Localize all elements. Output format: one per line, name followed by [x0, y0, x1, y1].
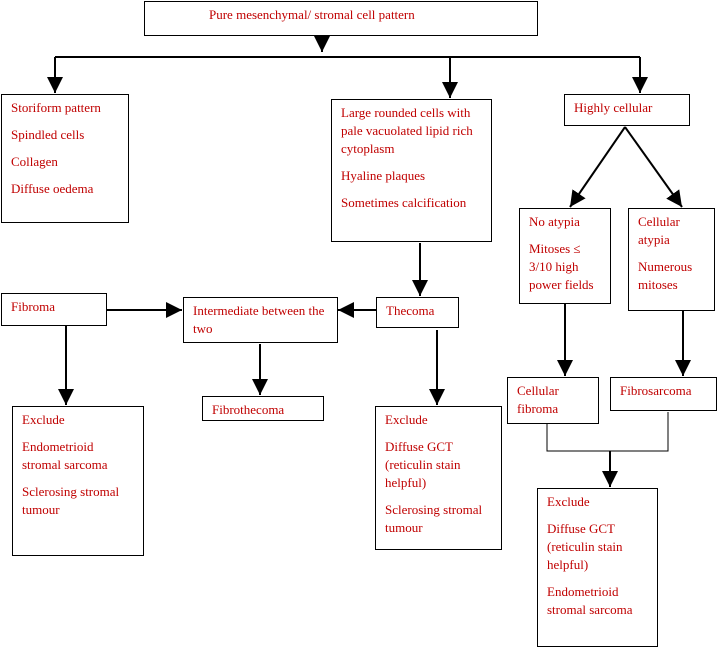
fibroma-features-text-2: Collagen: [11, 154, 58, 169]
exclude-cellular-text-1: Diffuse GCT (reticulin stain helpful): [547, 521, 623, 572]
thecoma-node: Thecoma: [376, 297, 459, 328]
root-text-0: Pure mesenchymal/ stromal cell pattern: [209, 7, 415, 22]
intermediate-node: Intermediate between the two: [183, 297, 338, 343]
no-atypia-text-1: Mitoses ≤ 3/10 high power fields: [529, 241, 594, 292]
cellular-atypia-text-1: Numerous mitoses: [638, 259, 693, 292]
fibroma-features-text-1: Spindled cells: [11, 127, 85, 142]
no-atypia-text-0: No atypia: [529, 214, 580, 229]
edge-merge-bar: [546, 412, 669, 452]
exclude-cellular-text-0: Exclude: [547, 494, 590, 509]
thecoma-features-node: Large rounded cells with pale vacuolated…: [331, 99, 492, 242]
fibrothecoma-node: Fibrothecoma: [202, 396, 324, 421]
exclude-fibroma-text-0: Exclude: [22, 412, 65, 427]
edge-to-no-atypia: [569, 126, 626, 208]
thecoma-text-0: Thecoma: [386, 303, 435, 318]
highly-cellular-node: Highly cellular: [564, 94, 690, 126]
thecoma-features-text-0: Large rounded cells with pale vacuolated…: [341, 105, 473, 156]
fibrothecoma-text-0: Fibrothecoma: [212, 402, 285, 417]
fibroma-features-text-3: Diffuse oedema: [11, 181, 94, 196]
fibrosarcoma-node: Fibrosarcoma: [610, 377, 717, 411]
fibrosarcoma-text-0: Fibrosarcoma: [620, 383, 692, 398]
thecoma-features-text-2: Sometimes calcification: [341, 195, 467, 210]
fibroma-features-text-0: Storiform pattern: [11, 100, 101, 115]
thecoma-features-text-1: Hyaline plaques: [341, 168, 426, 183]
exclude-thecoma-text-2: Sclerosing stromal tumour: [385, 502, 483, 535]
cellular-atypia-text-0: Cellular atypia: [638, 214, 680, 247]
exclude-thecoma-text-1: Diffuse GCT (reticulin stain helpful): [385, 439, 461, 490]
root-node: Pure mesenchymal/ stromal cell pattern: [144, 1, 538, 36]
edge-to-cellular-atypia: [624, 126, 683, 208]
cellular-fibroma-text-0: Cellular fibroma: [517, 383, 559, 416]
exclude-cellular-text-2: Endometrioid stromal sarcoma: [547, 584, 633, 617]
fibroma-node: Fibroma: [1, 293, 107, 326]
fibroma-text-0: Fibroma: [11, 299, 56, 314]
exclude-fibroma-text-1: Endometrioid stromal sarcoma: [22, 439, 108, 472]
exclude-fibroma-text-2: Sclerosing stromal tumour: [22, 484, 120, 517]
highly-cellular-text-0: Highly cellular: [574, 100, 653, 115]
cellular-fibroma-node: Cellular fibroma: [507, 377, 599, 424]
exclude-thecoma-text-0: Exclude: [385, 412, 428, 427]
intermediate-text-0: Intermediate between the two: [193, 303, 325, 336]
